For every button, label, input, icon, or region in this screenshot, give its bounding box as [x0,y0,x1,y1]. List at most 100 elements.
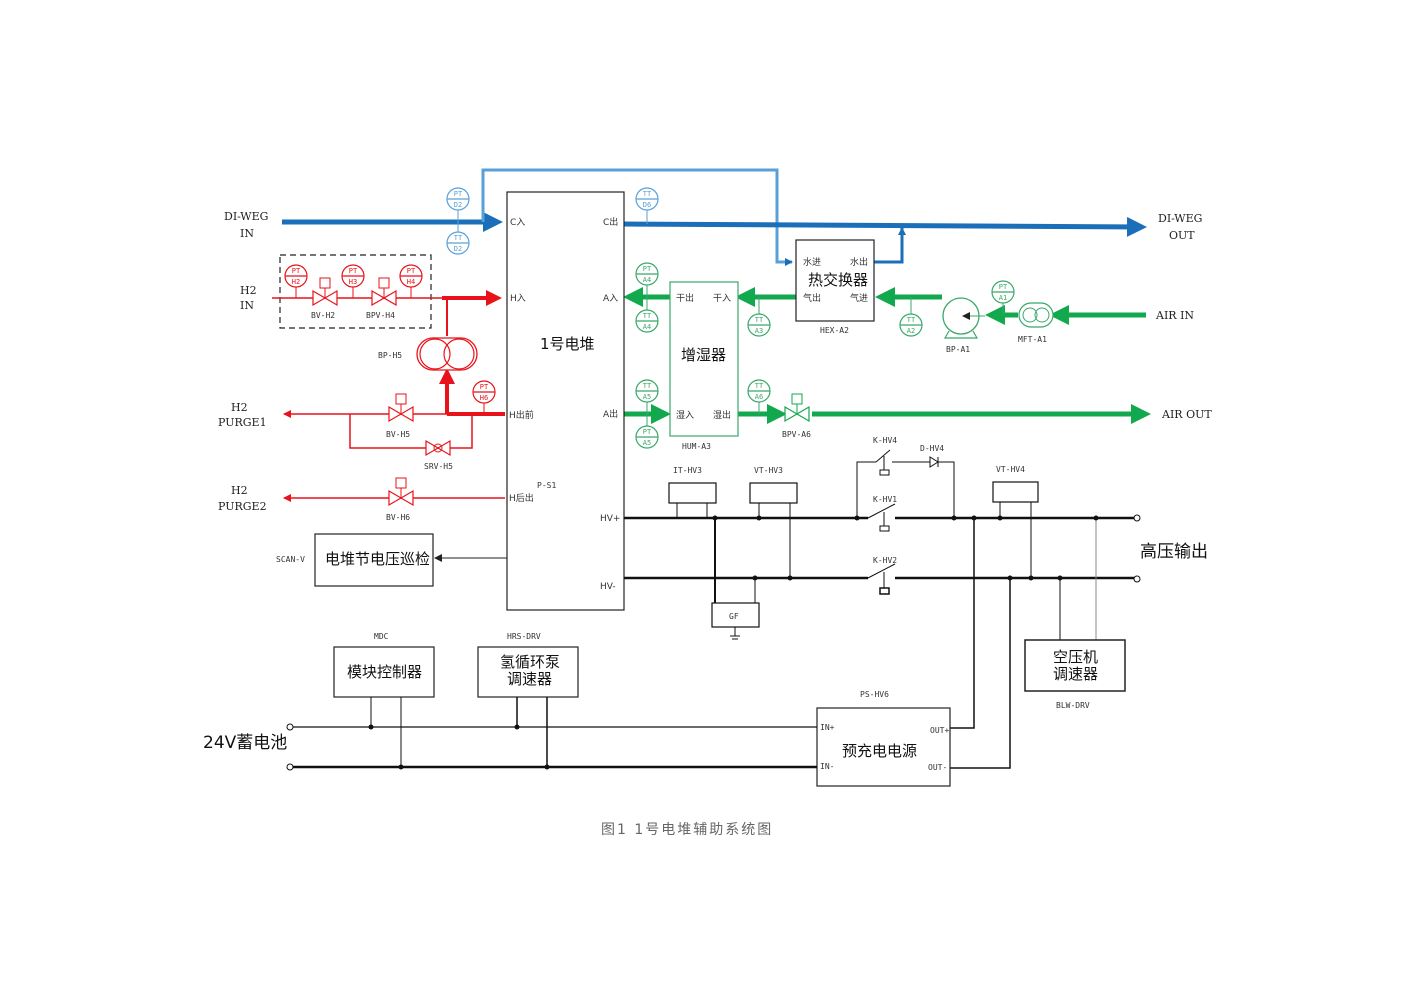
di-weg-in-label-1: DI-WEG [224,210,268,223]
h2-purge2-label-1: H2 [231,484,248,497]
instrument-tag: D2 [454,245,462,253]
junction-dot [756,515,762,521]
vt-hv3-box[interactable] [749,482,798,504]
stack-name: 1号电堆 [540,335,595,353]
port-c-out: C出 [603,216,618,228]
instrument-tag: D6 [643,201,651,209]
instrument-tag: H4 [407,278,415,286]
d-hv4-diode [929,456,939,468]
valve-bv-h6[interactable]: BV-H6 [386,477,414,522]
coolant-out-line [623,216,1147,237]
valve-bpv-h4[interactable]: BPV-H4 [366,277,397,320]
precharge-power-supply[interactable]: 预充电电源 PS-HV6 IN+ IN- OUT+ OUT- [816,690,951,787]
instruments: PTD2TTD2TTD6PTH2PTH3PTH4PTH6PTA4TTA4TTA3… [284,187,1015,449]
fuel-cell-stack[interactable]: 1号电堆 C入 C出 H入 A入 A出 H出前 H后出 P-S1 HV+ HV- [506,191,625,611]
k-hv2-switch[interactable] [867,563,896,579]
mdc-tag: MDC [374,632,389,641]
instrument-pt-h4[interactable]: PT H4 [399,264,423,298]
valve-label: BV-H5 [386,430,410,439]
module-controller[interactable]: 模块控制器 MDC [333,632,435,698]
instrument-type: PT [454,190,463,198]
instrument-type: PT [999,283,1008,291]
mass-flow-meter[interactable]: MFT-A1 [1018,302,1054,344]
stream-labels: DI-WEG IN DI-WEG OUT H2 IN H2 PURGE1 H2 … [218,210,1212,513]
valve-srv-h5[interactable]: SRV-H5 [424,439,453,471]
valve-bv-h5[interactable]: BV-H5 [386,393,414,439]
battery-bus [286,697,817,771]
ps-out-plus: OUT+ [930,726,949,735]
humidifier[interactable]: 干出 干入 增湿器 湿入 湿出 HUM-A3 [669,281,739,451]
instrument-tag: H2 [292,278,300,286]
h2-srv-bypass [349,414,473,449]
valve-label: BPV-A6 [782,430,811,439]
instrument-pt-h2[interactable]: PT H2 [284,264,308,298]
k-hv4-switch[interactable] [875,449,891,463]
di-weg-in-label-2: IN [240,227,254,240]
battery-minus-terminal[interactable] [286,763,294,771]
cell-voltage-scanner[interactable]: 电堆节电压巡检 SCAN-V [276,533,507,587]
bp-a1-label: BP-A1 [946,345,970,354]
valve-label: BV-H2 [311,311,335,320]
k-hv1-switch[interactable] [867,503,896,519]
heat-exchanger[interactable]: 水进 水出 热交换器 气出 气进 HEX-A2 [795,239,875,335]
junction-dot [1007,575,1013,581]
junction-dot [752,575,758,581]
hex-water-in: 水进 [803,256,821,268]
port-h-purge-rear: H后出 [509,492,534,504]
instrument-type: PT [407,267,416,275]
blw-name-1: 空压机 [1053,648,1098,666]
hum-dry-out: 干出 [676,292,694,304]
hex-water-out-line [874,227,906,264]
ps-tag: PS-HV6 [860,690,889,699]
air-blower[interactable]: BP-A1 [942,297,985,354]
battery-plus-terminal[interactable] [286,723,294,731]
junction-dot [997,515,1003,521]
air-in-label: AIR IN [1155,309,1194,322]
h2-purge2-label-2: PURGE2 [218,500,267,513]
junction-dot [787,575,793,581]
instrument-pt-d2[interactable]: PT D2 [446,187,470,222]
instrument-tag: A6 [755,393,763,401]
scan-v-name: 电堆节电压巡检 [325,550,430,568]
hv-minus-terminal[interactable] [1133,575,1141,583]
port-a-out: A出 [603,408,618,420]
instrument-tag: D2 [454,201,462,209]
valve-bv-h2[interactable]: BV-H2 [311,277,338,320]
instrument-type: TT [643,312,652,320]
instrument-type: PT [643,428,652,436]
junction-dot [1093,515,1099,521]
vt-hv4-box[interactable] [992,481,1039,503]
valve-bpv-a6[interactable]: BPV-A6 [782,393,811,439]
hv-output-label: 高压输出 [1140,542,1208,562]
junction-dot [971,515,977,521]
instrument-type: PT [292,267,301,275]
it-hv3-box[interactable] [668,482,717,504]
hv-plus-terminal[interactable] [1133,514,1141,522]
gf-box[interactable] [711,602,760,628]
instrument-type: PT [349,267,358,275]
blw-tag: BLW-DRV [1056,701,1090,710]
it-hv3-label: IT-HV3 [673,466,702,475]
port-hv-minus: HV- [600,582,616,592]
port-h-purge-front: H出前 [509,409,534,421]
blower-drive[interactable]: 空压机 调速器 BLW-DRV [1024,639,1126,710]
h2-in-label-2: IN [240,299,254,312]
valve-label: BV-H6 [386,513,410,522]
hum-tag: HUM-A3 [682,442,711,451]
ps-out-minus: OUT- [928,763,947,772]
hydrogen-recirculation-pump[interactable]: BP-H5 [378,337,478,371]
battery-label: 24V蓄电池 [203,733,287,753]
hydrogen-pump-drive[interactable]: 氢循环泵 调速器 HRS-DRV [477,632,579,698]
